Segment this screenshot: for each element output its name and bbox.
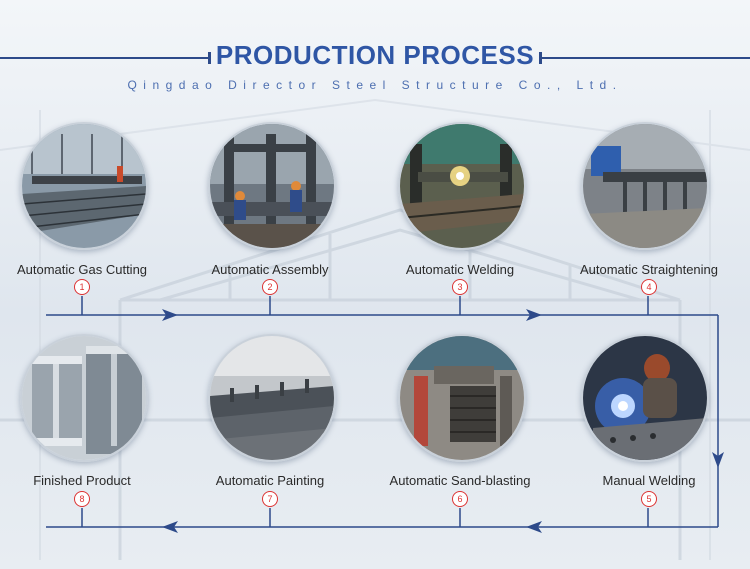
title-rule-cap-left (208, 52, 211, 64)
step-number-badge: 4 (641, 279, 657, 295)
title-rule-left (0, 57, 210, 59)
step-label: Automatic Welding (405, 262, 515, 277)
step-label: Automatic Gas Cutting (16, 262, 148, 277)
step-number-badge: 8 (74, 491, 90, 507)
arrow-right-icon (162, 309, 178, 321)
gas-cutting-photo (20, 122, 148, 250)
step-label: Automatic Straightening (579, 262, 719, 277)
company-name: Qingdao Director Steel Structure Co., Lt… (127, 78, 623, 92)
finished-product-photo (20, 334, 148, 462)
step-label: Manual Welding (602, 473, 696, 488)
manual-welding-photo (581, 334, 709, 462)
arrow-left-icon (526, 521, 542, 533)
step-label: Automatic Painting (215, 473, 325, 488)
sand-blasting-photo (398, 334, 526, 462)
painting-photo (208, 334, 336, 462)
step-number-badge: 7 (262, 491, 278, 507)
header: PRODUCTION PROCESS (0, 40, 750, 76)
arrow-right-icon (526, 309, 542, 321)
step-label: Automatic Assembly (211, 262, 329, 277)
step-label: Finished Product (33, 473, 131, 488)
title-rule-right (540, 57, 750, 59)
step-number-badge: 1 (74, 279, 90, 295)
arrow-left-icon (162, 521, 178, 533)
assembly-photo (208, 122, 336, 250)
page-title: PRODUCTION PROCESS (215, 40, 535, 70)
step-number-badge: 5 (641, 491, 657, 507)
welding-photo (398, 122, 526, 250)
arrow-down-icon (712, 452, 724, 468)
step-number-badge: 3 (452, 279, 468, 295)
step-number-badge: 2 (262, 279, 278, 295)
step-number-badge: 6 (452, 491, 468, 507)
straightening-photo (581, 122, 709, 250)
step-label: Automatic Sand-blasting (389, 473, 531, 488)
